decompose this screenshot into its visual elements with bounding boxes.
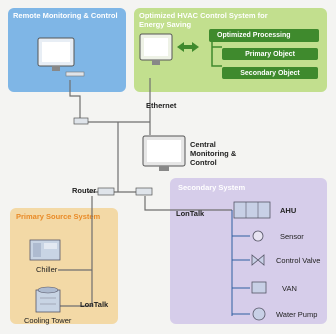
cooling-tower-label: Cooling Tower	[24, 316, 72, 325]
ahu-icon	[233, 201, 271, 219]
router-label: Router	[72, 186, 97, 195]
primary-source-panel: Primary Source System	[10, 208, 118, 324]
processing-connectors	[211, 42, 222, 67]
router-icon	[135, 187, 153, 196]
secondary-panel-title: Secondary System	[178, 183, 246, 192]
pump-icon	[252, 307, 266, 321]
lontalk-secondary-label: LonTalk	[176, 209, 205, 218]
water-pump-label: Water Pump	[276, 310, 318, 319]
remote-panel-title: Remote Monitoring & Control	[13, 11, 118, 20]
ethernet-label: Ethernet	[146, 101, 177, 110]
van-label: VAN	[282, 284, 297, 293]
network-wires	[58, 78, 232, 307]
valve-icon	[251, 254, 265, 266]
lontalk-primary-wire	[58, 196, 93, 307]
sensor-icon	[252, 230, 264, 242]
double-arrow-icon	[177, 42, 199, 52]
lontalk-primary-label: LonTalk	[80, 300, 109, 309]
chiller-icon	[29, 239, 61, 261]
ahu-label: AHU	[280, 206, 297, 215]
hvac-control-panel: Optimized HVAC Control System for Energy…	[134, 8, 327, 92]
router-icon	[97, 187, 115, 196]
primary-object-box: Primary Object	[222, 48, 318, 60]
central-monitoring-label: Central Monitoring & Control	[190, 140, 237, 167]
sensor-label: Sensor	[280, 232, 304, 241]
hub-icon	[73, 117, 89, 125]
van-icon	[251, 281, 267, 294]
primary-panel-title: Primary Source System	[16, 212, 101, 221]
secondary-object-box: Secondary Object	[222, 67, 318, 79]
control-valve-label: Control Valve	[276, 256, 321, 265]
central-monitor-icon	[142, 135, 186, 171]
lontalk-secondary-wire	[144, 196, 232, 211]
cooling-tower-icon	[35, 286, 61, 313]
remote-link-wire	[69, 80, 81, 118]
remote-monitor-icon	[37, 37, 85, 77]
secondary-wires	[231, 210, 250, 316]
hvac-monitor-icon	[139, 33, 173, 65]
chiller-label: Chiller	[36, 265, 58, 274]
optimized-processing-box: Optimized Processing	[209, 29, 319, 42]
hvac-panel-title: Optimized HVAC Control System for Energy…	[139, 11, 268, 29]
